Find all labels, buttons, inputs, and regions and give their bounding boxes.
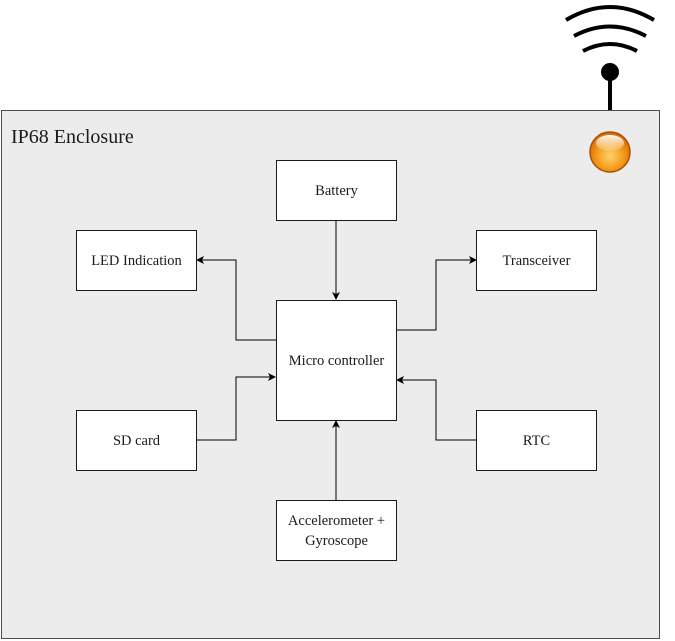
wifi-antenna-icon bbox=[564, 5, 656, 110]
battery-block: Battery bbox=[276, 160, 397, 221]
sd-mcu-bidirectional-arrow bbox=[190, 373, 276, 444]
microcontroller-block: Micro controller bbox=[276, 300, 397, 421]
mcu-to-led-arrow bbox=[196, 256, 276, 341]
transceiver-mcu-bidirectional-arrow bbox=[390, 256, 477, 334]
enclosure-title: IP68 Enclosure bbox=[11, 126, 134, 148]
rtc-block: RTC bbox=[476, 410, 597, 471]
orange-led-icon bbox=[589, 131, 631, 173]
accelerometer-gyroscope-block: Accelerometer + Gyroscope bbox=[276, 500, 397, 561]
transceiver-block: Transceiver bbox=[476, 230, 597, 291]
rtc-to-mcu-arrow bbox=[396, 376, 476, 441]
sd-card-block: SD card bbox=[76, 410, 197, 471]
led-indication-block: LED Indication bbox=[76, 230, 197, 291]
